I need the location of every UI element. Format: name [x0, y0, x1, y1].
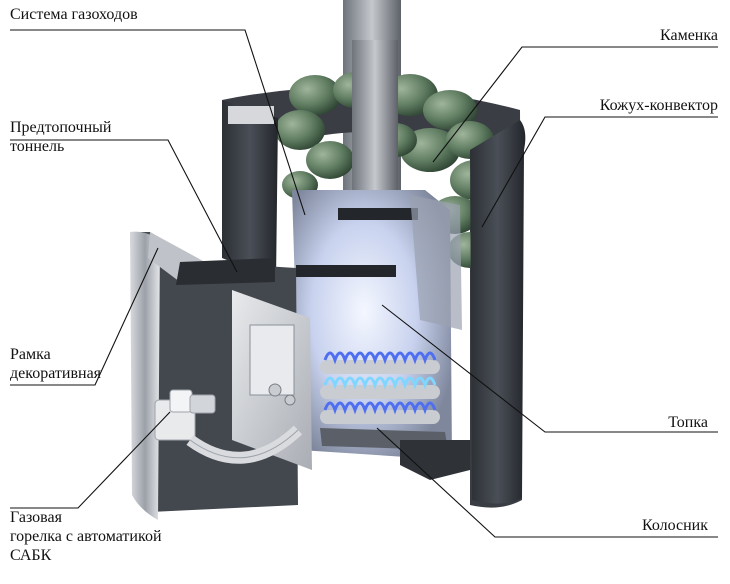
label-flue-system-text: Система газоходов: [10, 6, 138, 23]
leader-heater-stones: [432, 46, 718, 163]
flue-pipe-front: [352, 40, 398, 210]
tunnel-top-plate: [176, 258, 275, 285]
casing-right-wall: [470, 120, 526, 504]
label-grate-text: Колосник: [641, 517, 708, 534]
leader-flue-system: [10, 29, 306, 216]
flue-baffle-lower: [296, 265, 396, 277]
casing-left-wall: [222, 100, 278, 280]
label-flue-system: Система газоходов: [10, 5, 138, 24]
label-casing-convector: Кожух-конвектор: [600, 96, 718, 115]
label-grate: Колосник: [642, 516, 708, 535]
heater-stones: [275, 72, 500, 268]
inner-right-panel: [410, 195, 462, 330]
leader-gas-burner: [10, 411, 171, 509]
leader-decorative-frame: [10, 247, 159, 386]
label-gas-burner-line2: горелка с автоматикой: [10, 528, 162, 545]
leader-grate: [376, 427, 718, 538]
leader-firebox: [381, 304, 718, 433]
label-decorative-frame-line1: Рамка: [10, 346, 51, 363]
flue-baffle-upper: [338, 208, 418, 220]
label-gas-burner: Газовая горелка с автоматикой САБК: [10, 508, 162, 565]
casing-top-rim: [228, 106, 274, 124]
decorative-frame-face: [130, 231, 160, 520]
label-heater-stones: Каменка: [660, 26, 718, 45]
label-decorative-frame: Рамка декоративная: [10, 345, 101, 383]
label-prefirebox-tunnel-line2: тоннель: [10, 138, 65, 155]
burner-flames: [320, 351, 440, 424]
label-firebox-text: Топка: [668, 414, 708, 431]
label-prefirebox-tunnel-line1: Предтопочный: [10, 119, 112, 136]
label-gas-burner-line1: Газовая: [10, 509, 62, 526]
gas-burner-unit: [154, 383, 303, 464]
leader-lines: [10, 29, 718, 538]
label-casing-convector-text: Кожух-конвектор: [599, 97, 718, 114]
leader-prefirebox-tunnel: [10, 139, 238, 273]
label-firebox: Топка: [668, 413, 708, 432]
label-decorative-frame-line2: декоративная: [10, 365, 102, 382]
leader-casing-convector: [481, 116, 718, 228]
ash-tray: [400, 440, 470, 480]
label-gas-burner-line3: САБК: [10, 547, 52, 564]
label-heater-stones-text: Каменка: [660, 27, 718, 44]
label-prefirebox-tunnel: Предтопочный тоннель: [10, 118, 111, 156]
